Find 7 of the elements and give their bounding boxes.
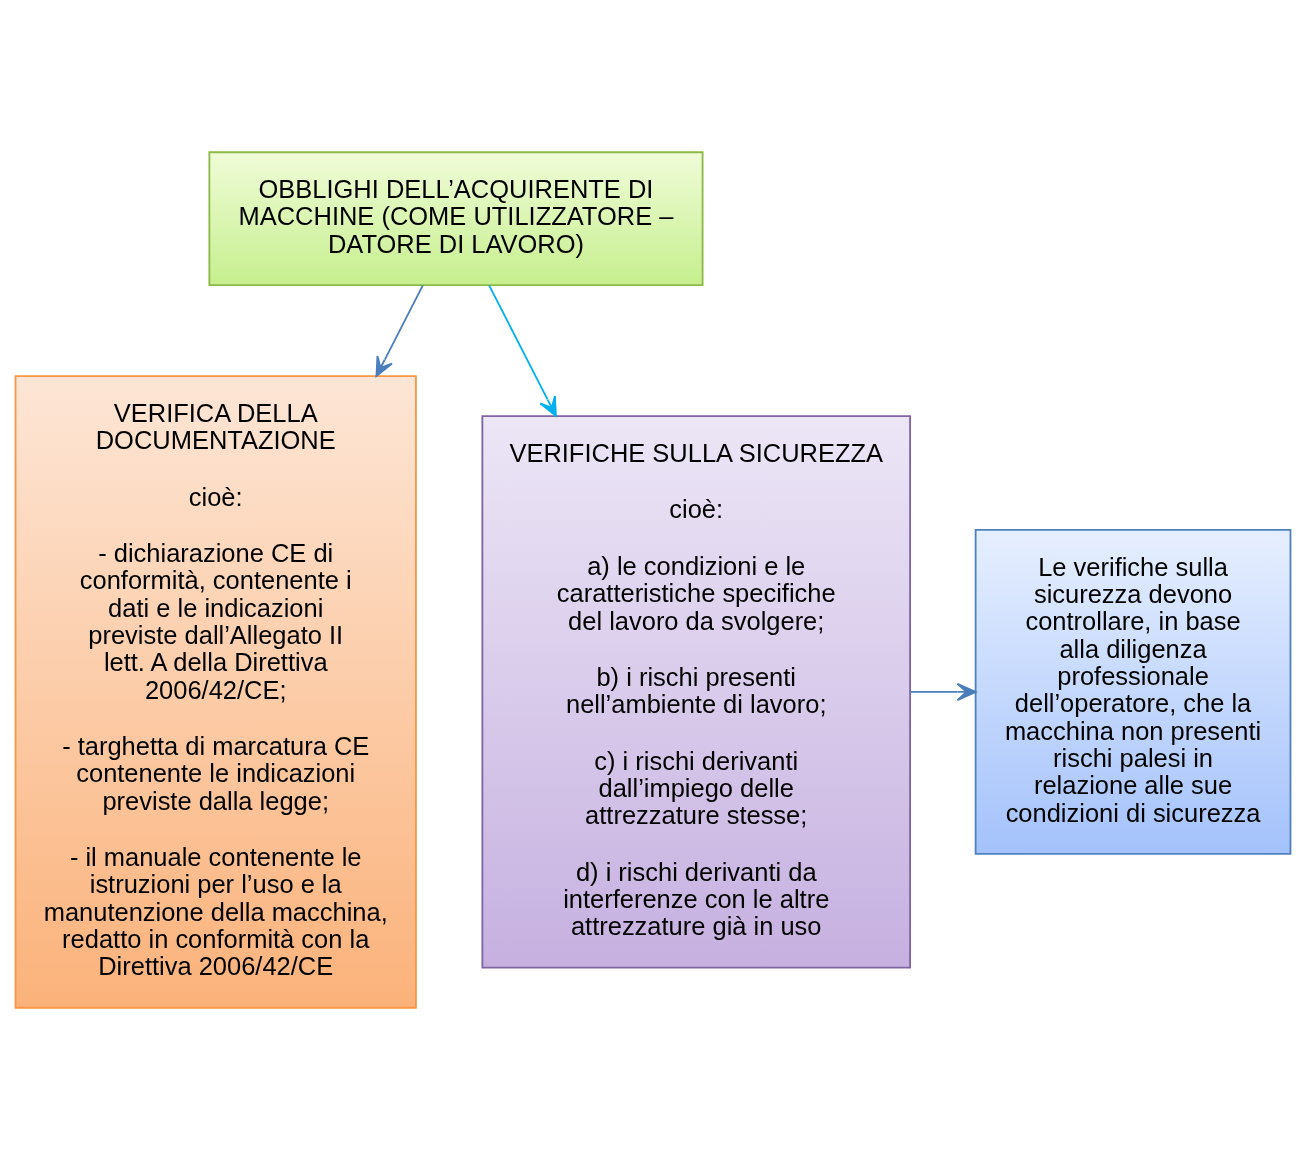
node-box: VERIFICA DELLA DOCUMENTAZIONE cioè: - dichiarazione CE di conformità, contenente i dati e le indicazioni previste dall’Allegato II lett. A della Direttiva 2006/42/CE; - targhetta di marcatura CE contenente le indicazioni previste dalla legge; - il manuale contenente le istruzioni per l’uso e la manutenzione della macchina, redatto in conformità con la Direttiva 2006/42/CE: [14, 375, 417, 1009]
arrow: [488, 284, 557, 417]
arrow: [909, 682, 977, 702]
node-box: Le verifiche sulla sicurezza devono controllare, in base alla diligenza professionale dell’operatore, che la macchina non presenti rischi palesi in relazione alle sue condizioni di sicurezza: [974, 529, 1292, 855]
node-box: OBBLIGHI DELL’ACQUIRENTE DI MACCHINE (COME UTILIZZATORE – DATORE DI LAVORO): [208, 151, 704, 287]
node-box: VERIFICHE SULLA SICUREZZA cioè: a) le condizioni e le caratteristiche specifiche del lavoro da svolgere; b) i rischi presenti nell’ambiente di lavoro; c) i rischi derivanti dall’impiego delle attrezzature stesse; d) i rischi derivanti da interferenze con le altre attrezzature già in uso: [481, 415, 911, 969]
arrow: [375, 284, 424, 377]
